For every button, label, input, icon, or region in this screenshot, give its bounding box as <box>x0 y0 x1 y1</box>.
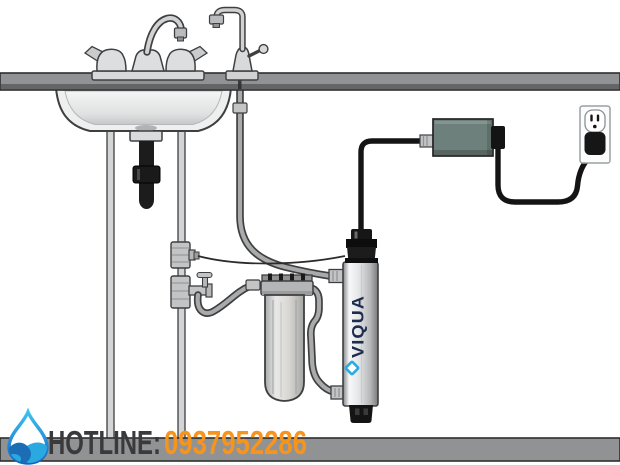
dw-aerator <box>212 23 220 28</box>
water-drop-logo <box>7 407 49 465</box>
dw-lever-knob <box>258 43 269 55</box>
foot-body <box>349 405 373 423</box>
drinking-water-faucet <box>208 6 269 81</box>
kitchen-sink <box>54 87 233 210</box>
tube-fill <box>195 283 253 316</box>
filter-sump <box>264 294 305 402</box>
faucet-handle-left <box>83 45 127 72</box>
outlet-ground-hole <box>593 124 597 129</box>
bracket-screw <box>290 273 294 282</box>
cap-flange <box>346 239 377 248</box>
psu-output-connector <box>491 126 505 149</box>
pre-filter-housing <box>245 273 314 402</box>
shutoff-valve <box>170 271 213 309</box>
tube-uv-to-faucet <box>232 84 334 280</box>
uv-bottom-port <box>330 385 345 400</box>
faucet-spout-fill <box>145 16 183 54</box>
bracket-screw <box>279 273 283 282</box>
foot-notch <box>355 408 360 415</box>
filter-inlet-fitting <box>245 279 261 291</box>
main-faucet <box>83 14 208 81</box>
tube-filter-to-uv <box>302 283 338 396</box>
cap-base-ring <box>345 258 378 263</box>
valve-body <box>170 275 191 309</box>
bracket-screw <box>268 273 272 282</box>
filter-cap-band <box>262 291 312 295</box>
drain-flange <box>129 130 163 142</box>
sink-drain-shadow <box>135 125 157 131</box>
power-supply <box>419 118 505 157</box>
hotline-bar: HOTLINE: 0937952286 <box>7 407 307 465</box>
outlet-receptacle <box>584 109 606 133</box>
uv-disinfection-unit: VIQUA <box>328 138 424 423</box>
dw-gooseneck-fill <box>214 8 245 51</box>
dw-faucet-base <box>225 70 259 81</box>
faucet-line-fitting <box>232 102 248 114</box>
faucet-aerator <box>177 36 184 42</box>
tube-valve-to-filter <box>193 282 254 317</box>
drain-coupling-highlight <box>137 169 140 180</box>
uv-lamp-cap <box>345 229 378 263</box>
faucet-pipe-through-counter <box>238 75 242 89</box>
valve-handle-bar <box>196 271 213 279</box>
wall-outlet <box>579 105 611 164</box>
hotline-number: 0937952286 <box>164 424 307 461</box>
psu-right-shade <box>487 120 492 155</box>
floor <box>0 437 620 462</box>
valve-handle-stem <box>201 276 209 288</box>
outlet-slot <box>590 114 593 122</box>
uv-power-cable <box>358 138 424 234</box>
uv-brand-label: VIQUA <box>349 295 368 358</box>
psu-top-highlight <box>435 121 491 124</box>
power-cord <box>495 146 592 205</box>
countertop-edge-shade <box>1 84 619 89</box>
feed-water-adapter <box>170 241 200 269</box>
tube-fill <box>237 85 333 279</box>
psu-bottom-shade <box>434 150 492 155</box>
sensor-wire <box>197 255 346 265</box>
handle-knob <box>96 48 127 72</box>
hotline-label: HOTLINE: <box>48 424 161 461</box>
supply-pipe-left <box>106 123 115 445</box>
bracket-screw <box>301 273 305 282</box>
outlet-slot <box>596 114 600 122</box>
uv-bottom-foot <box>349 405 373 423</box>
faucet-body <box>131 49 165 72</box>
power-supply-body <box>432 118 494 157</box>
sink-basin-inner <box>64 90 223 125</box>
tube-fill <box>303 284 337 395</box>
uv-brand-diamond-icon <box>344 360 360 376</box>
dw-spout-tip <box>208 14 225 25</box>
cap-highlight <box>354 231 358 239</box>
foot-notch <box>363 408 368 415</box>
valve-end-flange <box>205 283 213 298</box>
faucet-deck-plate <box>91 70 205 81</box>
power-plug <box>584 132 606 155</box>
